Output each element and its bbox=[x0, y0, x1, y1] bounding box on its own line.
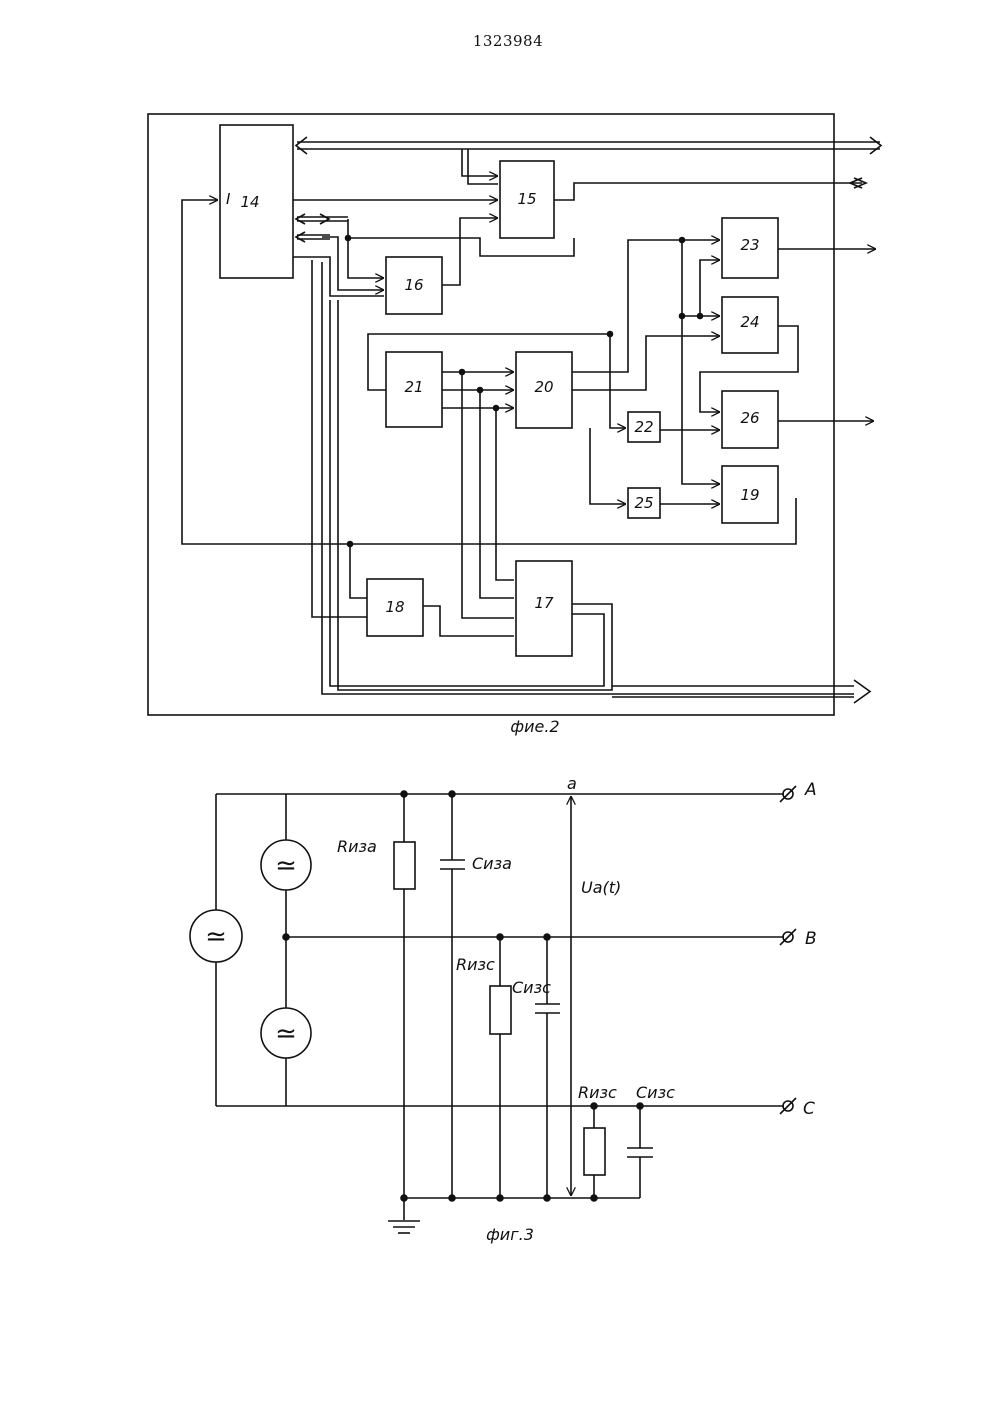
block-24-label: 24 bbox=[740, 313, 759, 331]
block-20-label: 20 bbox=[534, 378, 553, 396]
terminal-a-label: A bbox=[804, 780, 817, 800]
ac-symbol: ≃ bbox=[205, 922, 227, 952]
junction-dot bbox=[591, 1195, 597, 1201]
figure-2-caption: фие.2 bbox=[510, 717, 559, 736]
junction-dot bbox=[283, 934, 289, 940]
block-19-label: 19 bbox=[740, 486, 759, 504]
resistor-r-c bbox=[584, 1128, 605, 1175]
junction-dot bbox=[449, 791, 455, 797]
link-16-to-15 bbox=[442, 218, 498, 285]
block-14-label: 14 bbox=[240, 193, 259, 211]
junction-dot bbox=[637, 1103, 643, 1109]
bus-17-output bbox=[338, 300, 612, 690]
capacitor-c-a-label: Cиза bbox=[472, 854, 512, 873]
resistor-r-b bbox=[490, 986, 511, 1034]
block-22-label: 22 bbox=[634, 418, 653, 436]
bus-down-left bbox=[322, 262, 854, 694]
bus-14-port-3 bbox=[296, 232, 384, 290]
junction-dot bbox=[494, 406, 499, 411]
bus-14-to-15-b bbox=[468, 149, 498, 184]
bus-14-external-top bbox=[296, 137, 881, 154]
figure-3-circuit: ≃ ≃ ≃ bbox=[190, 774, 817, 1244]
junction-dot bbox=[460, 370, 465, 375]
bus-17-feedback bbox=[330, 300, 604, 686]
capacitor-c-b-label: Cизс bbox=[512, 978, 551, 997]
block-15-label: 15 bbox=[517, 190, 536, 208]
link-20-to-25 bbox=[590, 428, 626, 504]
junction-dot bbox=[680, 314, 685, 319]
link-21-to-17-a bbox=[462, 372, 514, 618]
junction-dot bbox=[478, 388, 483, 393]
junction-dot bbox=[680, 238, 685, 243]
link-20-to-24 bbox=[572, 336, 720, 390]
junction-dot bbox=[401, 791, 407, 797]
junction-dot bbox=[348, 542, 353, 547]
block-18-label: 18 bbox=[385, 598, 404, 616]
link-18-to-17 bbox=[423, 606, 514, 636]
link-bus-to-19 bbox=[682, 240, 720, 484]
bus-output-arrow bbox=[612, 680, 870, 703]
resistor-r-b-label: Rизс bbox=[456, 955, 495, 974]
figure-3-caption: фиг.3 bbox=[486, 1225, 534, 1244]
junction-dot bbox=[497, 1195, 503, 1201]
junction-dot bbox=[544, 934, 550, 940]
junction-dot bbox=[544, 1195, 550, 1201]
link-21-to-17-c bbox=[496, 408, 514, 580]
block-16-label: 16 bbox=[404, 276, 423, 294]
link-14-to-18 bbox=[312, 260, 367, 617]
capacitor-c-c-label: Cизс bbox=[636, 1083, 675, 1102]
block-21-label: 21 bbox=[404, 378, 423, 396]
junction-dot bbox=[608, 332, 613, 337]
resistor-r-a bbox=[394, 842, 415, 889]
ac-symbol: ≃ bbox=[275, 851, 297, 881]
junction-dot bbox=[497, 934, 503, 940]
node-a-label: a bbox=[567, 774, 577, 793]
link-24-to-26 bbox=[700, 326, 798, 412]
resistor-r-c-label: Rизс bbox=[578, 1083, 617, 1102]
link-to-18 bbox=[350, 544, 367, 598]
bus-14-port-2 bbox=[296, 214, 384, 278]
resistor-r-a-label: Rиза bbox=[337, 837, 377, 856]
bus-15-external bbox=[554, 178, 866, 200]
ac-symbol: ≃ bbox=[275, 1019, 297, 1049]
link-21-to-17-b bbox=[480, 390, 514, 598]
junction-dot bbox=[346, 236, 351, 241]
terminal-b-label: B bbox=[805, 929, 817, 949]
input-I-label: I bbox=[226, 190, 231, 208]
link-16-15-return bbox=[348, 238, 574, 256]
document-number: 1323984 bbox=[473, 32, 543, 50]
block-17-label: 17 bbox=[534, 594, 554, 612]
block-25-label: 25 bbox=[634, 494, 653, 512]
voltage-label: Ua(t) bbox=[581, 878, 621, 897]
block-23-label: 23 bbox=[740, 236, 759, 254]
figure-2-block-diagram: 14 15 16 17 18 19 20 21 22 23 24 25 26 I… bbox=[148, 114, 881, 736]
link-bus-to-23 bbox=[700, 260, 720, 316]
junction-dot bbox=[698, 314, 703, 319]
junction-dot bbox=[401, 1195, 407, 1201]
terminal-c-label: C bbox=[803, 1099, 815, 1119]
block-26-label: 26 bbox=[740, 409, 759, 427]
junction-dot bbox=[449, 1195, 455, 1201]
junction-dot bbox=[591, 1103, 597, 1109]
